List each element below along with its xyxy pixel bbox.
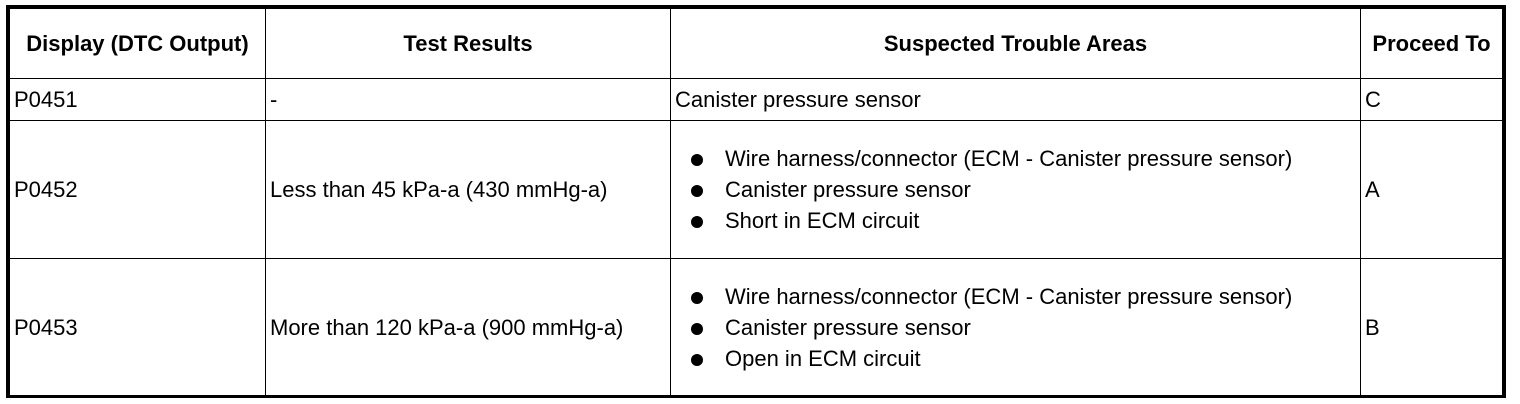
dtc-code-cell: P0452 [9,120,266,259]
trouble-areas-list: Wire harness/connector (ECM - Canister p… [689,281,1356,374]
list-item: Open in ECM circuit [689,343,1356,374]
dtc-table: Display (DTC Output) Test Results Suspec… [9,8,1503,397]
list-item-text: Canister pressure sensor [725,177,971,202]
table-row: P0453 More than 120 kPa-a (900 mmHg-a) W… [9,258,1503,397]
proceed-to-cell: B [1360,258,1503,397]
bullet-icon [691,292,703,304]
test-results-cell: Less than 45 kPa-a (430 mmHg-a) [265,120,671,259]
list-item-text: Wire harness/connector (ECM - Canister p… [725,284,1293,309]
list-item: Wire harness/connector (ECM - Canister p… [689,281,1356,312]
trouble-areas-cell: Wire harness/connector (ECM - Canister p… [670,258,1361,397]
test-results-cell: More than 120 kPa-a (900 mmHg-a) [265,258,671,397]
bullet-icon [691,323,703,335]
header-display-dtc-output: Display (DTC Output) [9,8,266,79]
bullet-icon [691,185,703,197]
list-item: Wire harness/connector (ECM - Canister p… [689,143,1356,174]
list-item: Short in ECM circuit [689,205,1356,236]
list-item: Canister pressure sensor [689,174,1356,205]
list-item: Canister pressure sensor [689,312,1356,343]
trouble-areas-list: Wire harness/connector (ECM - Canister p… [689,143,1356,236]
trouble-areas-cell: Canister pressure sensor [670,78,1361,121]
table-header-row: Display (DTC Output) Test Results Suspec… [9,8,1503,79]
header-suspected-trouble-areas: Suspected Trouble Areas [670,8,1361,79]
list-item-text: Short in ECM circuit [725,208,920,233]
dtc-code-cell: P0451 [9,78,266,121]
list-item-text: Canister pressure sensor [725,315,971,340]
dtc-code-cell: P0453 [9,258,266,397]
table-row: P0451 - Canister pressure sensor C [9,78,1503,121]
test-results-cell: - [265,78,671,121]
trouble-areas-cell: Wire harness/connector (ECM - Canister p… [670,120,1361,259]
bullet-icon [691,354,703,366]
proceed-to-cell: C [1360,78,1503,121]
dtc-table-frame: Display (DTC Output) Test Results Suspec… [6,5,1506,398]
list-item-text: Open in ECM circuit [725,346,921,371]
proceed-to-cell: A [1360,120,1503,259]
header-test-results: Test Results [265,8,671,79]
table-row: P0452 Less than 45 kPa-a (430 mmHg-a) Wi… [9,120,1503,259]
bullet-icon [691,216,703,228]
header-proceed-to: Proceed To [1360,8,1503,79]
bullet-icon [691,154,703,166]
list-item-text: Wire harness/connector (ECM - Canister p… [725,146,1293,171]
